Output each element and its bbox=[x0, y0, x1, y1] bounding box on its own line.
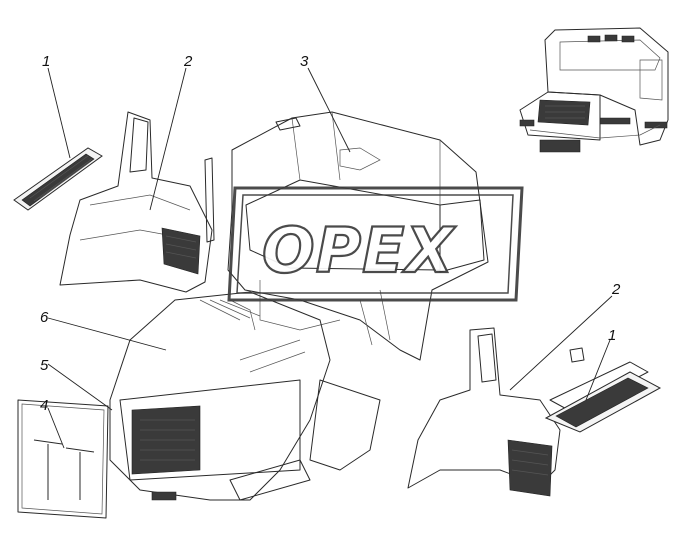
callout-1-left: 1 bbox=[42, 53, 50, 70]
callout-4: 4 bbox=[40, 397, 48, 414]
watermark-text: OPEX bbox=[262, 214, 456, 287]
mudguard-right bbox=[407, 327, 561, 497]
opex-watermark-logo: OPEX bbox=[227, 186, 524, 302]
callout-1-right: 1 bbox=[608, 327, 616, 344]
step-plate-left bbox=[13, 147, 103, 211]
callout-6: 6 bbox=[40, 309, 49, 326]
mudguard-left bbox=[59, 111, 215, 293]
callout-3: 3 bbox=[300, 53, 309, 70]
step-plate-right bbox=[544, 347, 662, 433]
cab-body bbox=[227, 111, 489, 361]
callout-5: 5 bbox=[40, 357, 49, 374]
mud-flap-pair bbox=[17, 399, 109, 519]
callout-2-left: 2 bbox=[183, 53, 193, 70]
leader-lines bbox=[47, 67, 613, 449]
callout-2-right: 2 bbox=[611, 281, 621, 298]
hood-assembly bbox=[109, 291, 381, 501]
callout-labels: 1 2 3 6 5 4 2 1 bbox=[40, 53, 621, 414]
reference-truck-illustration bbox=[519, 27, 669, 153]
